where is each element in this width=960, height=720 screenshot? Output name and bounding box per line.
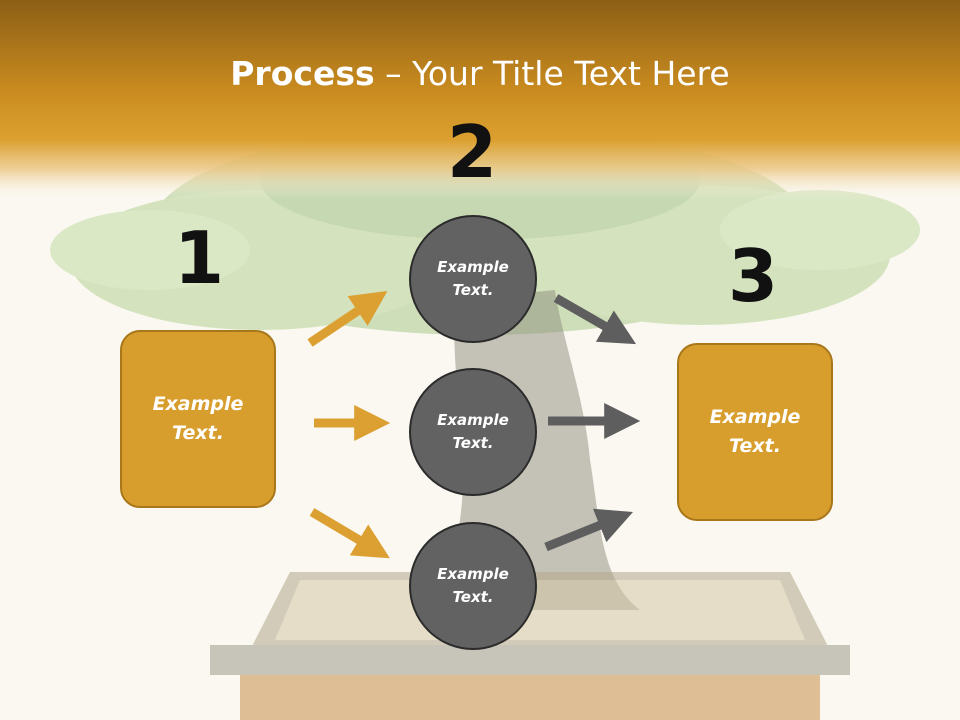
left-process-box[interactable]: Example Text.: [120, 330, 276, 508]
circle-middle-line2: Text.: [452, 434, 494, 452]
circle-top[interactable]: Example Text.: [409, 215, 537, 343]
title-bold: Process: [230, 54, 375, 93]
step-number-1: 1: [173, 216, 225, 300]
arrow-left-to-bottom: [309, 508, 390, 559]
left-box-line2: Text.: [172, 422, 224, 444]
arrow-left-to-top: [307, 290, 388, 347]
left-box-line1: Example: [152, 393, 244, 415]
title-rest: – Your Title Text Here: [374, 54, 730, 93]
arrow-bottom-to-right: [544, 508, 634, 552]
right-box-line1: Example: [709, 406, 801, 428]
circle-bottom-line2: Text.: [452, 588, 494, 606]
circle-middle-line1: Example: [437, 411, 509, 429]
circle-bottom[interactable]: Example Text.: [409, 522, 537, 650]
circle-top-line2: Text.: [452, 281, 494, 299]
right-box-line2: Text.: [729, 435, 781, 457]
circle-middle[interactable]: Example Text.: [409, 368, 537, 496]
right-process-box[interactable]: Example Text.: [677, 343, 833, 521]
circle-top-line1: Example: [437, 258, 509, 276]
step-number-2: 2: [446, 110, 498, 194]
slide-title: Process – Your Title Text Here: [0, 52, 960, 96]
circle-bottom-line1: Example: [437, 565, 509, 583]
arrow-top-to-right: [553, 294, 637, 345]
pot-shape: [210, 572, 850, 720]
step-number-3: 3: [727, 234, 779, 318]
